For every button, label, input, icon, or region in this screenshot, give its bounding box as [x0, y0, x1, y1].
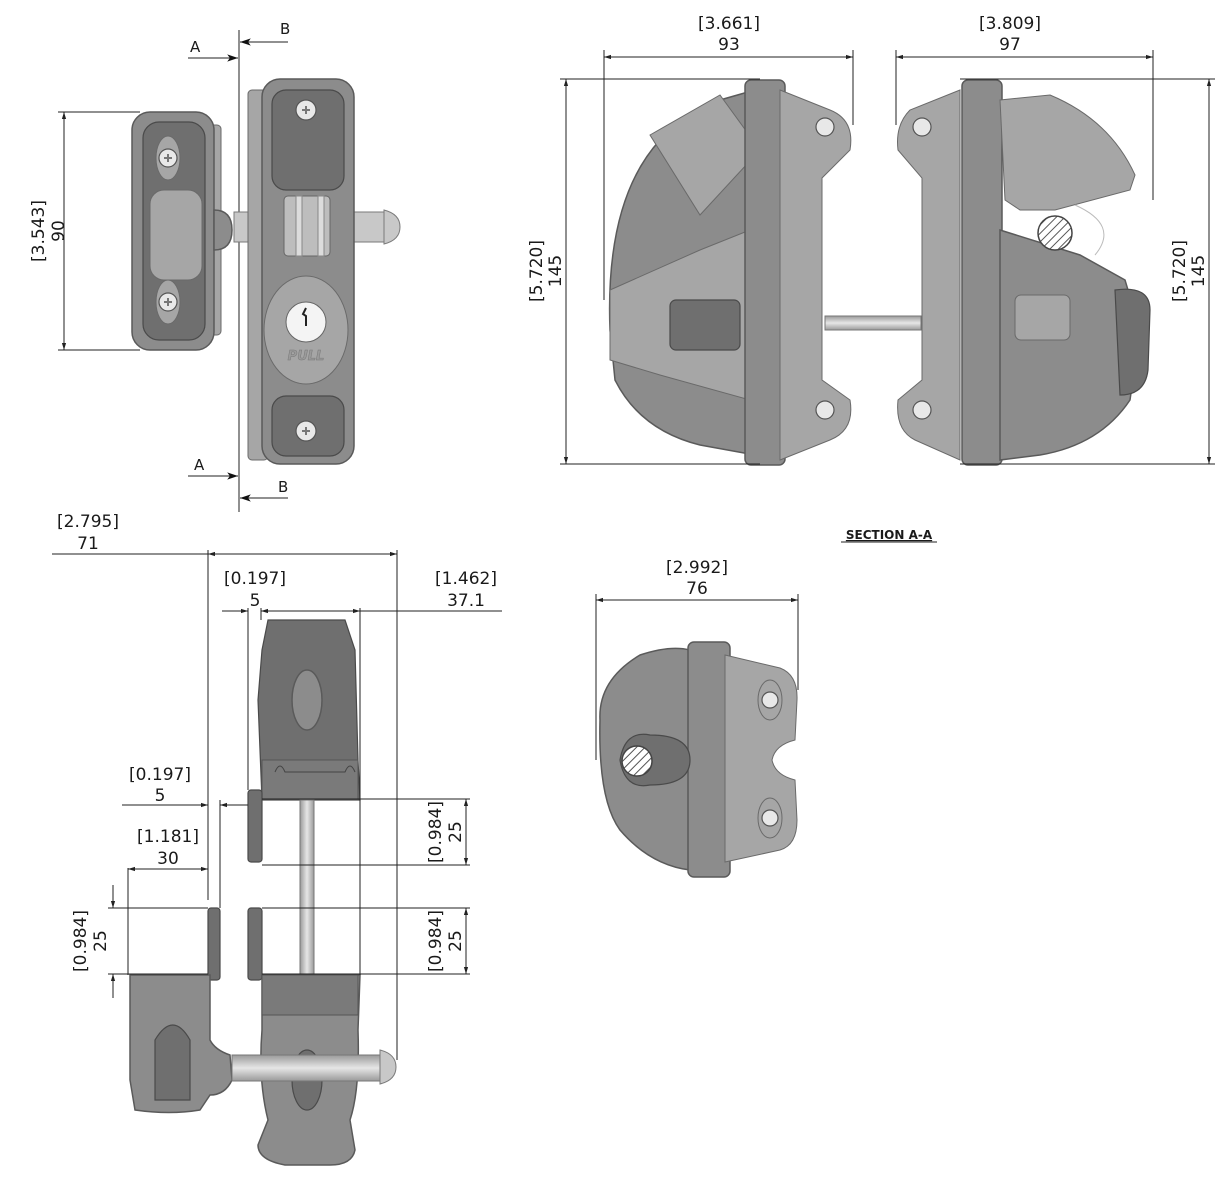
dim-label-inch: [0.197] [224, 569, 286, 589]
dim-label-inch: [3.809] [979, 14, 1041, 34]
latch-body: PULL [247, 78, 355, 465]
handle-plate [131, 111, 233, 351]
screw-icon [815, 400, 835, 420]
dim-label-inch: [0.984] [426, 801, 446, 863]
section-aa-view: SECTION A-A [2.992] 76 [595, 528, 937, 878]
dim-label-inch: [3.661] [698, 14, 760, 34]
section-title: SECTION A-A [846, 528, 933, 542]
dim-label-mm: 93 [718, 35, 740, 55]
dimension-width-93: [3.661] 93 [603, 14, 854, 300]
screw-icon [912, 400, 932, 420]
dimension-width-37-1: [1.462] 37.1 [360, 569, 502, 612]
pull-label: PULL [288, 349, 325, 364]
dimension-width-71: [2.795] 71 [52, 512, 397, 557]
dimension-post-25-left: [0.984] 25 [71, 885, 208, 998]
dim-label-mm: 90 [49, 220, 69, 242]
screw-icon [761, 809, 779, 827]
dimension-post-25-lower: [0.984] 25 [262, 907, 470, 975]
dim-label-inch: [0.984] [71, 910, 91, 972]
dim-label-mm: 25 [446, 930, 466, 952]
section-label-a: A [190, 38, 201, 56]
section-label-a: A [194, 456, 205, 474]
dim-label-mm: 30 [157, 849, 179, 869]
dimension-post-25-upper: [0.984] 25 [262, 798, 470, 866]
dimension-height-145-left: [5.720] 145 [527, 78, 760, 465]
dim-label-mm: 145 [1189, 255, 1209, 287]
front-view: A B A B [29, 20, 401, 512]
dimension-height-90: [3.543] 90 [29, 111, 140, 351]
hatched-rod-section-icon [621, 745, 653, 777]
section-label-b: B [278, 478, 288, 496]
dim-label-inch: [5.720] [1170, 240, 1190, 302]
dim-label-mm: 97 [999, 35, 1021, 55]
dim-label-mm: 37.1 [447, 591, 485, 611]
section-marker-b-bottom: B [240, 478, 288, 502]
screw-icon [912, 117, 932, 137]
dim-label-mm: 71 [77, 534, 99, 554]
side-views: [3.661] 93 [3.809] 97 [5.720] 145 [5.720… [527, 14, 1215, 466]
dim-label-mm: 5 [250, 591, 261, 611]
dim-label-inch: [5.720] [527, 240, 547, 302]
dim-label-inch: [2.795] [57, 512, 119, 532]
screw-icon [761, 691, 779, 709]
dimension-width-30: [1.181] 30 [128, 827, 208, 872]
dim-label-inch: [1.181] [137, 827, 199, 847]
section-marker-a-bottom: A [188, 456, 238, 480]
dim-label-mm: 76 [686, 579, 708, 599]
dim-label-mm: 25 [91, 930, 111, 952]
latch-rod [231, 1054, 383, 1082]
dim-label-inch: [0.197] [129, 765, 191, 785]
dim-label-mm: 145 [546, 255, 566, 287]
connecting-rod [824, 315, 922, 331]
hatched-pin-icon [1037, 215, 1073, 251]
screw-icon [815, 117, 835, 137]
dim-label-mm: 25 [446, 821, 466, 843]
side-view-right [897, 79, 1151, 466]
dim-label-inch: [1.462] [435, 569, 497, 589]
dimension-gap-5-top: [0.197] 5 [222, 569, 360, 614]
dimension-width-76: [2.992] 76 [595, 558, 799, 760]
dimension-height-145-right: [5.720] 145 [960, 78, 1215, 465]
dim-label-mm: 5 [155, 786, 166, 806]
vertical-rod [299, 799, 315, 976]
section-label-b: B [280, 20, 290, 38]
dim-label-inch: [3.543] [29, 200, 49, 262]
section-marker-b-top: B [240, 20, 290, 46]
side-view-left [608, 79, 852, 466]
dimension-width-97: [3.809] 97 [895, 14, 1154, 200]
top-view: [2.795] 71 [0.197] 5 [1.462] 37.1 [0.197… [52, 512, 502, 1166]
dim-label-inch: [0.984] [426, 910, 446, 972]
dim-label-inch: [2.992] [666, 558, 728, 578]
dimension-gap-5-left: [0.197] 5 [122, 765, 248, 808]
section-marker-a-top: A [188, 38, 238, 62]
